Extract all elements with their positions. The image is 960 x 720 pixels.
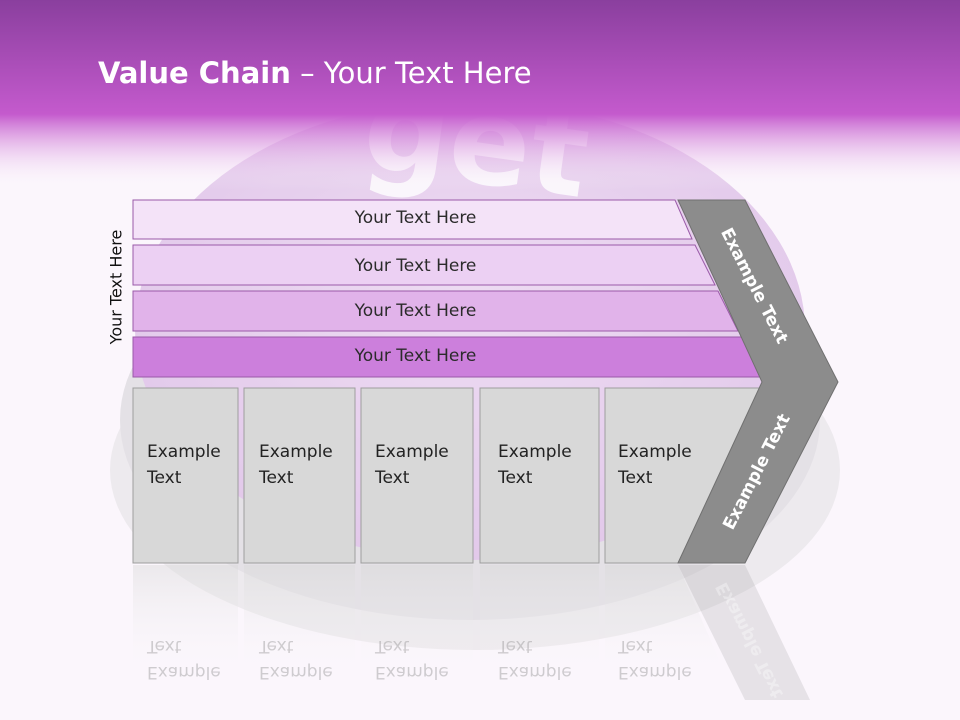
box-4-reflection-line2: Text [498,636,533,656]
box-4-reflection-line1: Example [498,662,572,682]
box-5-reflection-line2: Text [618,636,653,656]
box-3-reflection-line2: Text [375,636,410,656]
box-4-line2: Text [498,468,533,488]
box-1-line1: Example [147,442,221,462]
box-3-label: Example Text [375,439,449,491]
box-2-reflection-line1: Example [259,662,333,682]
band-4-label: Your Text Here [354,346,477,366]
band-1-label: Your Text Here [354,208,477,228]
box-1-reflection-line1: Example [147,662,221,682]
band-1-shape [132,199,693,240]
box-2-line1: Example [259,442,333,462]
box-5-reflection-line1: Example [618,662,692,682]
side-label: Your Text Here [106,229,126,345]
box-1-reflection: Example Text [147,633,221,685]
box-1-reflection-line2: Text [147,636,182,656]
chevron-arrow-shape [677,199,839,564]
title-rest: – Your Text Here [290,56,532,90]
box-4-reflection: Example Text [498,633,572,685]
band-3-label: Your Text Here [354,301,477,321]
box-5-label: Example Text [618,439,692,491]
box-3-shape [360,387,474,564]
box-5-reflection: Example Text [618,633,692,685]
box-5-line2: Text [618,468,653,488]
box-2-label: Example Text [259,439,333,491]
box-2-shape [243,387,356,564]
band-2-label: Your Text Here [354,256,477,276]
box-1-shape [132,387,239,564]
box-4-shape [479,387,600,564]
box-3-line2: Text [375,468,410,488]
box-2-reflection-line2: Text [259,636,294,656]
box-2-reflection: Example Text [259,633,333,685]
box-2-line2: Text [259,468,294,488]
box-4-line1: Example [498,442,572,462]
box-4-label: Example Text [498,439,572,491]
box-3-line1: Example [375,442,449,462]
band-2-shape [132,244,716,286]
reflection-group [133,565,810,700]
header-band [0,0,960,190]
box-1-line2: Text [147,468,182,488]
box-3-reflection: Example Text [375,633,449,685]
box-5-line1: Example [618,442,692,462]
page-title: Value Chain – Your Text Here [98,56,532,90]
box-3-reflection-line1: Example [375,662,449,682]
title-bold: Value Chain [98,56,291,90]
box-1-label: Example Text [147,439,221,491]
